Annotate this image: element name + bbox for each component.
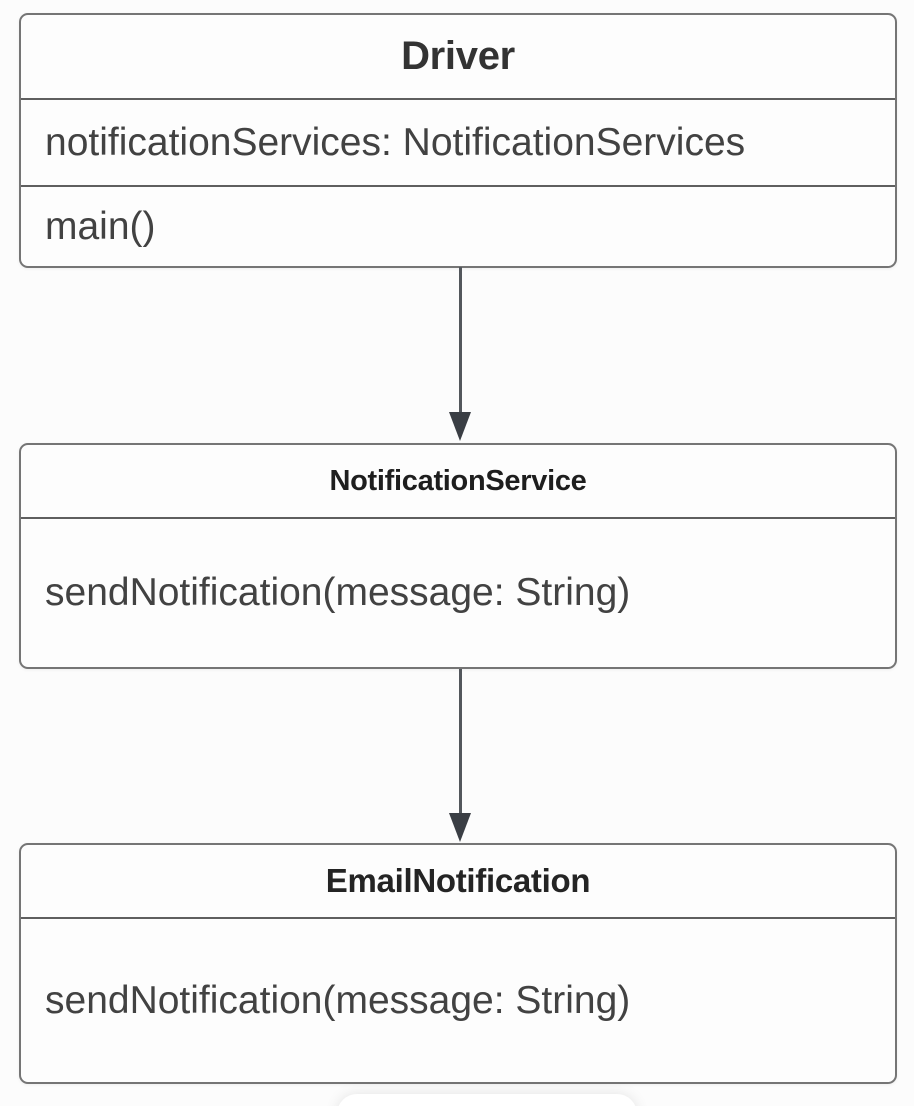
attributes-compartment: notificationServices: NotificationServic… xyxy=(21,98,895,185)
methods-compartment: main() xyxy=(21,185,895,266)
class-title-emailnotification: EmailNotification xyxy=(325,862,591,899)
connector-line[interactable] xyxy=(459,669,462,815)
method-main: main() xyxy=(45,204,156,248)
method-send-notification: sendNotification(message: String) xyxy=(45,978,631,1022)
class-box-driver[interactable]: Driver notificationServices: Notificatio… xyxy=(19,13,897,268)
methods-compartment: sendNotification(message: String) xyxy=(21,517,895,667)
methods-compartment: sendNotification(message: String) xyxy=(21,917,895,1082)
class-title-notificationservice: NotificationService xyxy=(329,464,587,497)
class-box-notificationservice[interactable]: NotificationService sendNotification(mes… xyxy=(19,443,897,669)
arrowhead-down-icon xyxy=(449,813,471,842)
floating-toolbar-partial[interactable] xyxy=(337,1094,637,1106)
attribute-notification-services: notificationServices: NotificationServic… xyxy=(45,120,746,164)
connector-line[interactable] xyxy=(459,267,462,414)
arrowhead-down-icon xyxy=(449,412,471,441)
class-box-emailnotification[interactable]: EmailNotification sendNotification(messa… xyxy=(19,843,897,1084)
class-title-driver: Driver xyxy=(401,34,515,78)
method-send-notification: sendNotification(message: String) xyxy=(45,571,631,614)
